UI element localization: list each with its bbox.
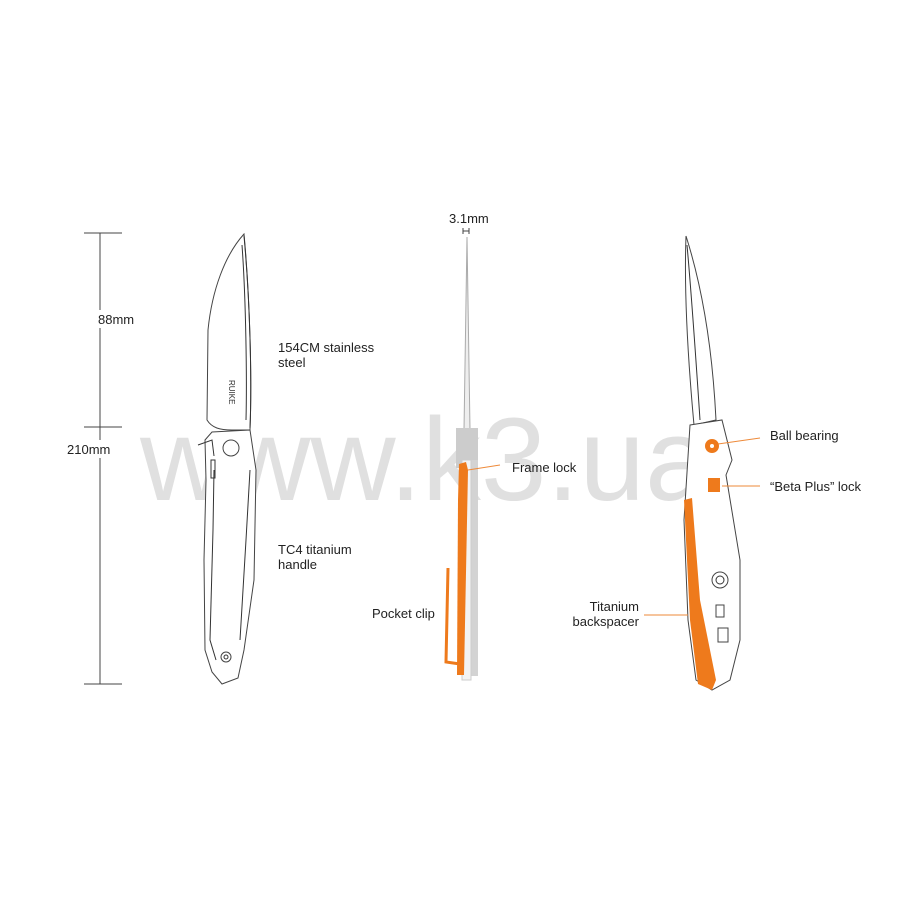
backspacer-label-1: Titanium bbox=[590, 599, 639, 614]
backspacer-label-2: backspacer bbox=[573, 614, 640, 629]
knife-perspective-view bbox=[644, 235, 761, 691]
ball-bearing-label: Ball bearing bbox=[770, 428, 839, 443]
knife-side-view bbox=[197, 232, 257, 685]
brand-mark: RUIKE bbox=[227, 380, 236, 404]
frame-lock-label: Frame lock bbox=[512, 460, 577, 475]
blade-length-label: 88mm bbox=[98, 312, 134, 327]
handle-material-label-2: handle bbox=[278, 557, 317, 572]
knife-spine-view bbox=[444, 228, 501, 681]
length-dimension-line bbox=[84, 232, 122, 685]
blade-material-label-2: steel bbox=[278, 355, 306, 370]
blade-material-label-1: 154CM stainless bbox=[278, 340, 375, 355]
pocket-clip-label: Pocket clip bbox=[372, 606, 435, 621]
handle-material-label-1: TC4 titanium bbox=[278, 542, 352, 557]
thickness-label: 3.1mm bbox=[449, 211, 489, 226]
overall-length-label: 210mm bbox=[67, 442, 110, 457]
beta-plus-lock-label: “Beta Plus” lock bbox=[770, 479, 862, 494]
